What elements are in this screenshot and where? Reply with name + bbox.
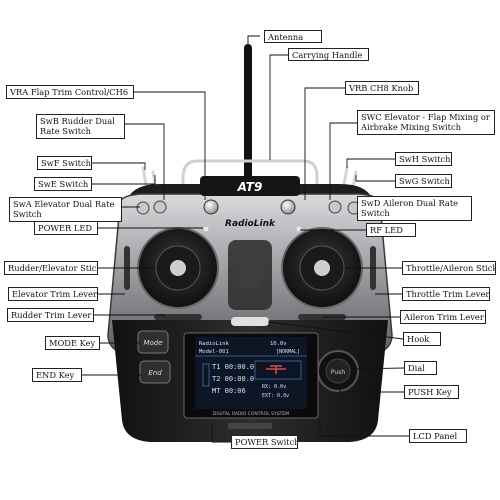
label-power-switch: POWER Switch [231,435,298,449]
lcd-ext: EXT: 0.0v [262,393,289,399]
label-hook: Hook [403,332,441,346]
vra-knob [203,199,219,215]
power-led [203,226,209,232]
label-antenna: Antenna [264,30,322,43]
lcd-footer: DIGITAL RADIO CONTROL SYSTEM [213,411,289,417]
lcd-mode-tag: [NORMAL] [276,349,300,355]
label-swe: SwE Switch [34,177,92,191]
model-badge: AT9 [237,180,263,194]
lcd-screen [195,337,307,409]
label-dial: Dial [404,361,437,375]
label-swc: SWC Elevator - Flap Mixing or Airbrake M… [357,110,495,135]
label-throttle-aileron-stick: Throttle/Aileron Stick [402,261,496,275]
lcd-header-right: 10.0v [270,341,287,347]
label-vrb: VRB CH8 Knob [345,81,419,95]
right-gimbal [281,227,363,309]
lcd-timer2: T2 00:00.0 [212,375,254,383]
label-aileron-trim: Aileron Trim Lever [400,310,486,324]
label-lcd-panel: LCD Panel [409,429,467,443]
carrying-handle-part [181,159,319,190]
label-throttle-trim: Throttle Trim Lever [402,287,490,301]
label-rf-led: RF LED [366,223,416,237]
mode-key [137,330,169,354]
mode-key-caption: Mode [143,339,162,347]
label-swb: SwB Rudder Dual Rate Switch [36,114,125,139]
label-rudder-elevator-stick: Rudder/Elevator Stick [4,261,98,275]
rf-led [296,226,302,232]
label-mode-key: MODE Key [45,336,100,350]
vrb-knob [280,199,296,215]
rudder-trim-part [154,314,202,320]
brand-logo: RadioLink [225,219,276,229]
label-swf: SwF Switch [37,156,92,170]
lcd-model-line: Model-001 [199,349,229,355]
hook-part [231,317,269,326]
lcd-rx: RX: 0.0v [262,384,286,390]
dial-caption: Push [331,369,345,376]
label-vra: VRA Flap Trim Control/CH6 [6,85,134,99]
label-swa: SwA Elevator Dual Rate Switch [9,197,122,222]
label-carrying-handle: Carrying Handle [288,48,369,61]
power-switch-part [228,423,272,429]
label-end-key: END Key [32,368,82,382]
label-push-key: PUSH Key [404,385,459,399]
label-swg: SwG Switch [395,174,452,188]
label-rudder-trim: Rudder Trim Lever [7,308,94,322]
leader-lines [82,35,409,443]
antenna-part [244,44,252,192]
label-swd: SwD Aileron Dual Rate Switch [357,196,472,221]
end-key [139,360,171,384]
aileron-trim-part [298,314,346,320]
end-key-caption: End [148,369,162,377]
lcd-header-name: RadioLink [199,341,229,347]
label-elevator-trim: Elevator Trim Lever [8,287,98,301]
label-power-led: POWER LED [34,221,98,235]
lcd-timer1: T1 00:00.0 [212,363,254,371]
lcd-timer3: MT 00:06 [212,387,246,395]
label-swh: SwH Switch [395,152,452,166]
